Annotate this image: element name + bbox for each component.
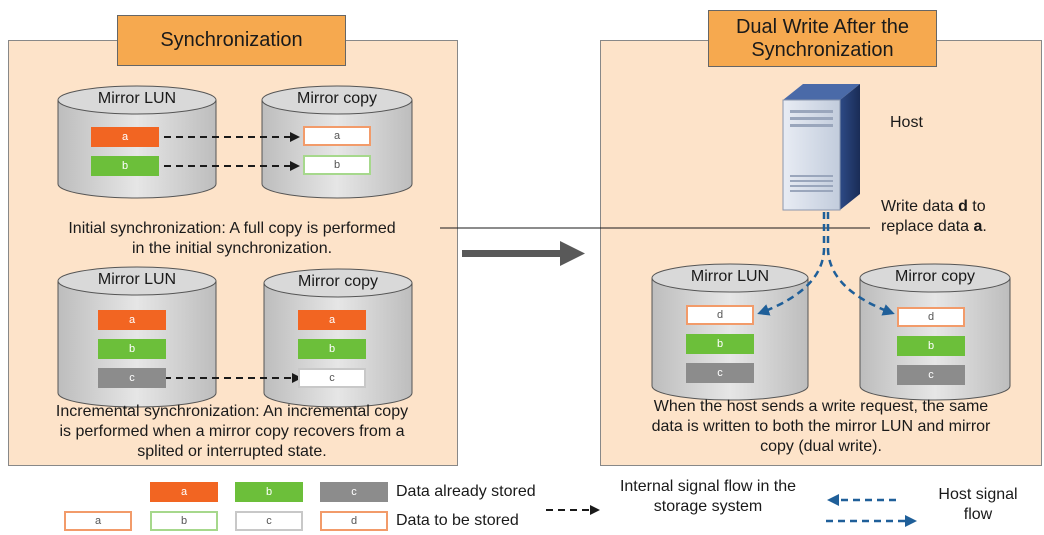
initial-sync-caption-line1: Initial synchronization: A full copy is … [68, 220, 396, 237]
legend-stored-block-b: b [235, 482, 303, 502]
cylinder-initial-mirror-copy [261, 85, 413, 199]
legend-to-store-block-d: d [320, 511, 388, 531]
initial-mirror-lun-label: Mirror LUN [97, 90, 177, 107]
write-note-mid: to [967, 198, 986, 215]
incremental-caption-line1: Incremental synchronization: An incremen… [55, 403, 409, 420]
legend-internal-line2: storage system [653, 498, 763, 515]
dual-write-caption: When the host sends a write request, the… [606, 397, 1036, 457]
synchronization-title: Synchronization [117, 15, 346, 66]
legend-host-flow-label: Host signal flow [918, 485, 1038, 525]
incremental-mirror-lun-label: Mirror LUN [97, 271, 177, 288]
incremental-mirror-copy-label: Mirror copy [297, 273, 378, 290]
incremental-lun-block-a: a [98, 310, 166, 330]
write-note-line2-prefix: replace data [881, 218, 974, 235]
incremental-lun-block-c: c [98, 368, 166, 388]
initial-copy-block-b: b [303, 155, 371, 175]
initial-lun-block-b: b [91, 156, 159, 176]
initial-sync-caption-line2: in the initial synchronization. [131, 240, 333, 257]
write-note-prefix: Write data [881, 198, 959, 215]
dual-copy-block-b: b [897, 336, 965, 356]
write-note-data: d [958, 198, 968, 215]
dual-write-title: Dual Write After the Synchronization [708, 10, 937, 67]
dual-mirror-copy-label: Mirror copy [894, 268, 975, 285]
initial-copy-block-a: a [303, 126, 371, 146]
incremental-sync-caption: Incremental synchronization: An incremen… [12, 402, 452, 462]
dual-write-caption-line2: data is written to both the mirror LUN a… [651, 418, 991, 435]
dual-write-title-line2: Synchronization [751, 38, 894, 61]
dual-copy-block-d: d [897, 307, 965, 327]
write-note-line2-suffix: . [982, 218, 987, 235]
write-note: Write data d to replace data a. [881, 197, 1031, 237]
server-icon [782, 84, 860, 211]
host-label: Host [890, 114, 923, 131]
incremental-copy-block-c: c [298, 368, 366, 388]
incremental-lun-block-b: b [98, 339, 166, 359]
legend-to-store-label: Data to be stored [396, 512, 519, 529]
dual-write-caption-line3: copy (dual write). [760, 438, 882, 455]
initial-lun-block-a: a [91, 127, 159, 147]
legend-to-store-block-b: b [150, 511, 218, 531]
legend-host-line1: Host signal [938, 486, 1018, 503]
initial-sync-caption: Initial synchronization: A full copy is … [20, 219, 444, 259]
incremental-copy-block-a: a [298, 310, 366, 330]
legend-stored-block-c: c [320, 482, 388, 502]
initial-mirror-copy-label: Mirror copy [296, 90, 377, 107]
synchronization-title-text: Synchronization [160, 29, 303, 51]
host-flow-arrow-to-lun [757, 212, 826, 316]
incremental-caption-line3: splited or interrupted state. [137, 443, 327, 460]
dual-copy-block-c: c [897, 365, 965, 385]
legend-stored-label: Data already stored [396, 483, 536, 500]
dual-write-caption-line1: When the host sends a write request, the… [653, 398, 989, 415]
dual-mirror-lun-label: Mirror LUN [690, 268, 770, 285]
legend-internal-line1: Internal signal flow in the [619, 478, 797, 495]
dual-lun-block-d: d [686, 305, 754, 325]
legend-stored-block-a: a [150, 482, 218, 502]
legend-to-store-block-a: a [64, 511, 132, 531]
transition-arrow [462, 241, 585, 266]
host-flow-arrow-to-copy [826, 212, 895, 316]
incremental-caption-line2: is performed when a mirror copy recovers… [59, 423, 405, 440]
dual-lun-block-b: b [686, 334, 754, 354]
dual-lun-block-c: c [686, 363, 754, 383]
legend-internal-flow-label: Internal signal flow in the storage syst… [602, 477, 814, 517]
legend-to-store-block-c: c [235, 511, 303, 531]
write-note-line2-data: a [973, 218, 983, 235]
legend-host-line2: flow [963, 506, 993, 523]
dual-write-title-line1: Dual Write After the [735, 15, 910, 38]
incremental-copy-block-b: b [298, 339, 366, 359]
